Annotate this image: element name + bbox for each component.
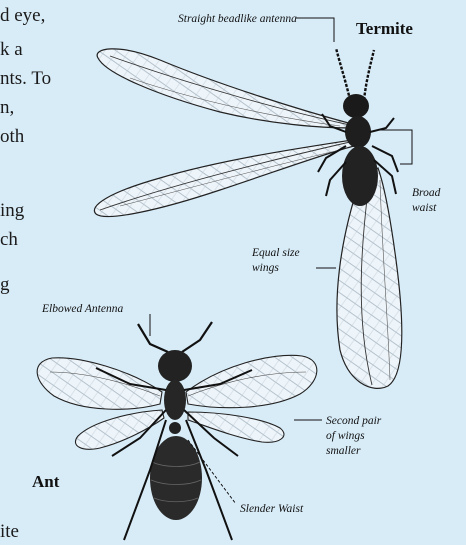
termite-thorax: [345, 116, 371, 148]
label-equal-wings-2: wings: [252, 262, 279, 274]
ant-wing-lower-left: [75, 410, 164, 449]
ant-petiole: [169, 422, 181, 434]
label-elbowed-antenna: Elbowed Antenna: [41, 303, 123, 315]
ant-antenna-left: [138, 324, 168, 352]
label-straight-antenna: Straight beadlike antenna: [178, 13, 297, 25]
termite-wing-lower-left: [94, 140, 354, 217]
label-second-pair-1: Second pair: [326, 415, 382, 427]
ant-antenna-right: [182, 322, 212, 352]
label-slender-waist: Slender Waist: [240, 503, 304, 515]
ant-wing-upper-right: [186, 355, 317, 407]
label-broad-waist-2: waist: [412, 202, 437, 214]
label-equal-wings-1: Equal size: [251, 247, 300, 259]
termite-abdomen: [342, 146, 378, 206]
label-second-pair-2: of wings: [326, 430, 365, 442]
ant-title: Ant: [32, 472, 60, 491]
ant-thorax: [164, 380, 186, 420]
termite-title: Termite: [356, 19, 413, 38]
label-broad-waist-1: Broad: [412, 187, 441, 199]
ant-wing-upper-left: [37, 358, 162, 409]
termite-antenna-right: [364, 50, 374, 100]
ant-head: [158, 350, 192, 382]
termite-wing-upper-left: [97, 49, 352, 128]
label-second-pair-3: smaller: [326, 445, 361, 457]
termite-figure: [94, 48, 401, 388]
termite-antenna-left: [336, 48, 350, 100]
termite-head: [343, 94, 369, 118]
